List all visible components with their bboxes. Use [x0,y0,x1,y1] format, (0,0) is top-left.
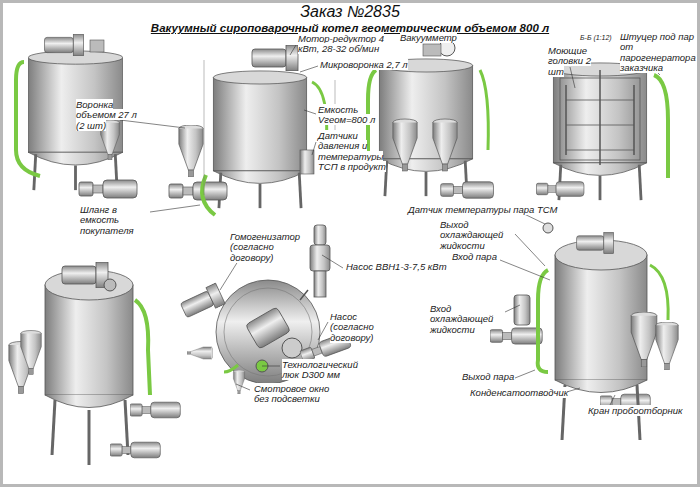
callout-label: Вход охлаждающей жидкости [430,304,506,335]
tank-view-front [16,34,137,198]
callout-label: Гомогенизатор (согласно договору) [230,232,308,263]
label-text: Микроворонка 2,7 л [320,59,408,70]
label-text: Вакуумметр [400,32,457,43]
callout-label: Кран пробоотборник [588,406,683,416]
label-text: Насос (согласно договору) [330,311,374,343]
label-text: Кран пробоотборник [588,405,683,416]
callout-label: Насос ВВН1-3-7,5 кВт [346,262,447,272]
callout-label: Вход пара [452,252,497,262]
label-text: Моющие головки 2 шт [548,45,591,77]
callout-label: Технологический люк D300 мм [282,360,368,381]
label-text: Мотор-редуктор 4 кВт, 28-32 об/мин [298,33,384,54]
label-text: Б-Б (1:12) [580,34,612,41]
callout-label: Насос (согласно договору) [330,312,392,343]
callout-label: Воронка объемом 27 л (2 шт) [76,100,138,131]
label-text: Смотровое окно без подсветки [254,383,329,404]
callout-label: Датчик температуры пара ТСМ [408,205,557,215]
label-text: Шланг в емкость покупателя [80,204,134,236]
callout-label: Датчики давления и температуры ТСП в про… [318,131,390,173]
label-text: Выход охлаждающей жидкости [440,219,503,251]
callout-label: Конденсатоотводчик [470,388,568,398]
callout-label: Смотровое окно без подсветки [254,384,334,405]
tank-view-side [169,45,335,215]
callout-label: Микроворонка 2,7 л [320,60,408,70]
callout-label: Мотор-редуктор 4 кВт, 28-32 об/мин [298,34,398,55]
label-text: Вход охлаждающей жидкости [430,303,493,335]
label-text: Насос ВВН1-3-7,5 кВт [346,261,447,272]
callout-label: Вакуумметр [400,33,457,43]
callout-label: Выход пара [462,372,514,382]
label-text: Штуцер под пар от парогенератора заказчи… [620,31,696,73]
label-text: Датчики давления и температуры ТСП в про… [318,130,386,172]
label-text: Датчик температуры пара ТСМ [408,204,557,215]
callout-label: Б-Б (1:12) [580,34,612,42]
label-text: Воронка объемом 27 л (2 шт) [76,99,137,131]
callout-label: Моющие головки 2 шт [548,46,604,77]
label-text: Конденсатоотводчик [470,387,568,398]
label-text: Выход пара [462,371,514,382]
label-text: Вход пара [452,251,497,262]
callout-label: Шланг в емкость покупателя [80,205,152,236]
tank-iso-left [9,262,180,465]
title: Заказ №2835 [150,3,550,21]
callout-label: Выход охлаждающей жидкости [440,220,520,251]
callout-label: Штуцер под пар от парогенератора заказчи… [620,32,696,74]
leader-lines [120,40,660,405]
label-text: Технологический люк D300 мм [282,359,358,380]
tank-section [536,63,668,200]
label-text: Гомогенизатор (согласно договору) [230,231,300,263]
label-text: Емкость Vгеом=800 л [318,104,375,125]
callout-label: Емкость Vгеом=800 л [318,105,390,126]
